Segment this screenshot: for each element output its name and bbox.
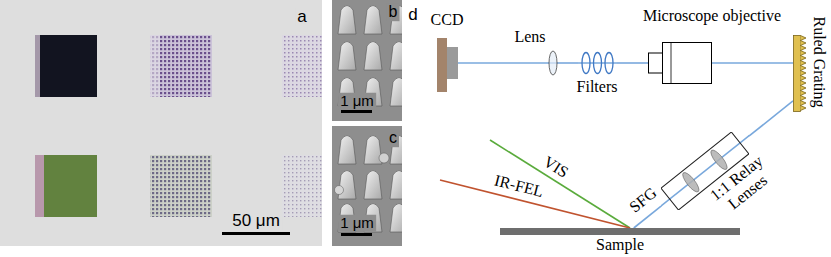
node-shape xyxy=(793,35,807,112)
beam-label: IR-FEL xyxy=(491,171,547,201)
node-shape xyxy=(648,42,712,84)
sem-pillar xyxy=(390,78,402,107)
grating-body xyxy=(794,36,801,112)
grating-teeth xyxy=(801,36,807,111)
objective-body xyxy=(663,43,712,84)
beam-path xyxy=(617,62,648,64)
sem-pillars xyxy=(335,136,403,233)
sample-bar xyxy=(500,228,740,235)
ccd-body xyxy=(437,38,447,92)
sem-pillar xyxy=(338,171,356,200)
node-label: Filters xyxy=(577,78,618,96)
objective-nozzle xyxy=(649,53,663,73)
node-label: Ruled Grating xyxy=(810,16,828,107)
beam-path xyxy=(458,62,548,64)
relay-group xyxy=(661,132,749,210)
objective-ring xyxy=(671,43,672,83)
sem-pillar xyxy=(338,136,356,165)
micrograph-ground xyxy=(0,0,322,246)
sem-pillar xyxy=(390,42,402,71)
sem-pillar xyxy=(364,6,382,35)
node-shape xyxy=(437,38,458,92)
lens: Lens xyxy=(548,50,558,76)
scale-bar xyxy=(222,232,290,235)
beam-label: SFG xyxy=(627,184,661,216)
beam-path xyxy=(712,62,793,64)
filter-loop xyxy=(594,53,602,74)
beam-label: VIS xyxy=(539,152,574,183)
panel-letter: b xyxy=(387,3,400,21)
array-square xyxy=(35,155,97,217)
filter-loop xyxy=(605,53,613,74)
sem-pillar xyxy=(338,6,356,35)
relay-lenses: 1:1 Relay Lenses xyxy=(661,132,749,210)
beam-path xyxy=(558,62,578,64)
node-label: 1:1 Relay Lenses xyxy=(700,147,784,224)
square-edge xyxy=(35,155,44,217)
sem-debris xyxy=(379,153,389,163)
array-square xyxy=(150,35,212,97)
scale-bar xyxy=(341,110,372,113)
scale-bar-label: 50 μm xyxy=(230,212,282,231)
node-label: CCD xyxy=(431,11,464,29)
sem-pillar xyxy=(364,42,382,71)
sem-pillar xyxy=(364,171,382,200)
vis-beam xyxy=(490,140,630,228)
array-square xyxy=(282,35,322,97)
node-shape xyxy=(500,228,740,235)
node-shape xyxy=(578,51,617,75)
microscope-objective: Microscope objective xyxy=(648,42,712,84)
square-edge xyxy=(35,35,40,97)
panel-letter: c xyxy=(387,129,399,147)
node-label: Sample xyxy=(596,236,644,254)
ccd-camera: CCD xyxy=(437,38,458,92)
scale-bar-label: 1 μm xyxy=(338,215,376,232)
array-square xyxy=(150,155,212,217)
node-label: Microscope objective xyxy=(643,7,781,25)
node-label: Lens xyxy=(514,28,545,46)
beam-segment xyxy=(578,62,617,64)
beam-path xyxy=(749,101,793,136)
array-square xyxy=(35,35,97,97)
square-edge xyxy=(150,35,160,97)
filter-stack: Filters xyxy=(578,51,617,75)
scale-bar-label: 1 μm xyxy=(338,93,376,110)
node-shape xyxy=(548,50,558,76)
lens-outline xyxy=(549,51,557,75)
sample-stage: Sample xyxy=(500,228,740,235)
scale-bar xyxy=(341,233,372,236)
sem-pillar xyxy=(338,42,356,71)
panel-letter: d xyxy=(406,6,419,25)
ccd-sensor xyxy=(447,47,458,79)
filter-loop xyxy=(582,53,590,74)
relay-lens xyxy=(708,148,729,172)
panel-letter: a xyxy=(295,8,308,27)
sem-debris xyxy=(335,186,344,195)
sem-pillar xyxy=(390,204,402,233)
sem-pillar xyxy=(390,171,402,200)
relay-lens xyxy=(680,171,701,195)
beam-segment xyxy=(661,132,749,210)
array-square xyxy=(282,155,322,217)
ruled-grating: Ruled Grating xyxy=(793,35,807,112)
